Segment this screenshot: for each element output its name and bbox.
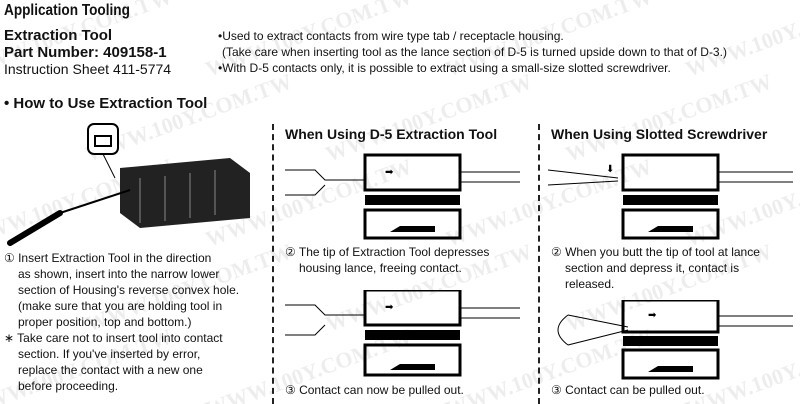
divider (538, 124, 540, 404)
step1-line: section of Housing's reverse convex hole… (18, 283, 240, 297)
step1-line: replace the contact with a new one (18, 363, 203, 377)
tool-housing-illustration (7, 123, 250, 246)
svg-text:➡: ➡ (385, 167, 394, 178)
screwdriver-step3: ③ Contact can be pulled out. (551, 383, 705, 397)
step1-line: section. If you've inserted by error, (18, 347, 201, 361)
tool-name: Extraction Tool (4, 27, 113, 44)
part-number: Part Number: 409158-1 (4, 44, 167, 61)
svg-text:➡: ➡ (648, 310, 657, 321)
svg-text:⬇: ⬇ (606, 164, 614, 175)
step1-line: ∗ Take care not to insert tool into cont… (4, 331, 223, 345)
d5-step2: ② The tip of Extraction Tool depresses h… (285, 244, 489, 276)
d5-title: When Using D-5 Extraction Tool (285, 126, 498, 142)
step1-text: ① Insert Extraction Tool in the directio… (4, 250, 264, 394)
d5-step2-line: housing lance, freeing contact. (299, 261, 462, 275)
d5-step2-line: ② The tip of Extraction Tool depresses (285, 245, 490, 259)
screwdriver-title: When Using Slotted Screwdriver (551, 126, 768, 142)
screwdriver-diagram-2: ➡ (557, 300, 793, 380)
extraction-tool-icon (7, 210, 63, 246)
instruction-sheet: Instruction Sheet 411-5774 (4, 61, 172, 77)
screwdriver-step2-line: section and depress it, contact is (565, 261, 740, 275)
svg-text:➡: ➡ (385, 302, 394, 313)
screwdriver-diagram-1: ⬇ (548, 153, 793, 240)
screwdriver-step2-line: ② When you butt the tip of tool at lance (551, 245, 760, 259)
step1-line: ① Insert Extraction Tool in the directio… (4, 251, 212, 265)
step1-line: proper position, top and bottom.) (18, 315, 192, 329)
d5-diagram-2: ➡ (285, 290, 520, 377)
note-screwdriver: •With D-5 contacts only, it is possible … (218, 61, 671, 75)
screwdriver-step2: ② When you butt the tip of tool at lance… (551, 244, 760, 292)
d5-step3: ③ Contact can now be pulled out. (285, 383, 464, 397)
d5-diagram-1: ➡ (285, 153, 520, 240)
step1-line: (make sure that you are holding tool in (18, 299, 223, 313)
housing-icon (120, 158, 250, 228)
note-usage: •Used to extract contacts from wire type… (218, 29, 564, 43)
step1-line: before proceeding. (18, 379, 119, 393)
section-title: • How to Use Extraction Tool (4, 95, 208, 112)
step1-line: as shown, insert into the narrow lower (18, 267, 220, 281)
detail-callout-icon (87, 123, 119, 155)
screwdriver-step2-line: released. (565, 277, 615, 291)
page-title: Application Tooling (4, 2, 130, 19)
note-caution: (Take care when inserting tool as the la… (222, 45, 727, 59)
divider (272, 124, 274, 404)
watermark: WWW.100Y.COM.TW (682, 0, 800, 82)
